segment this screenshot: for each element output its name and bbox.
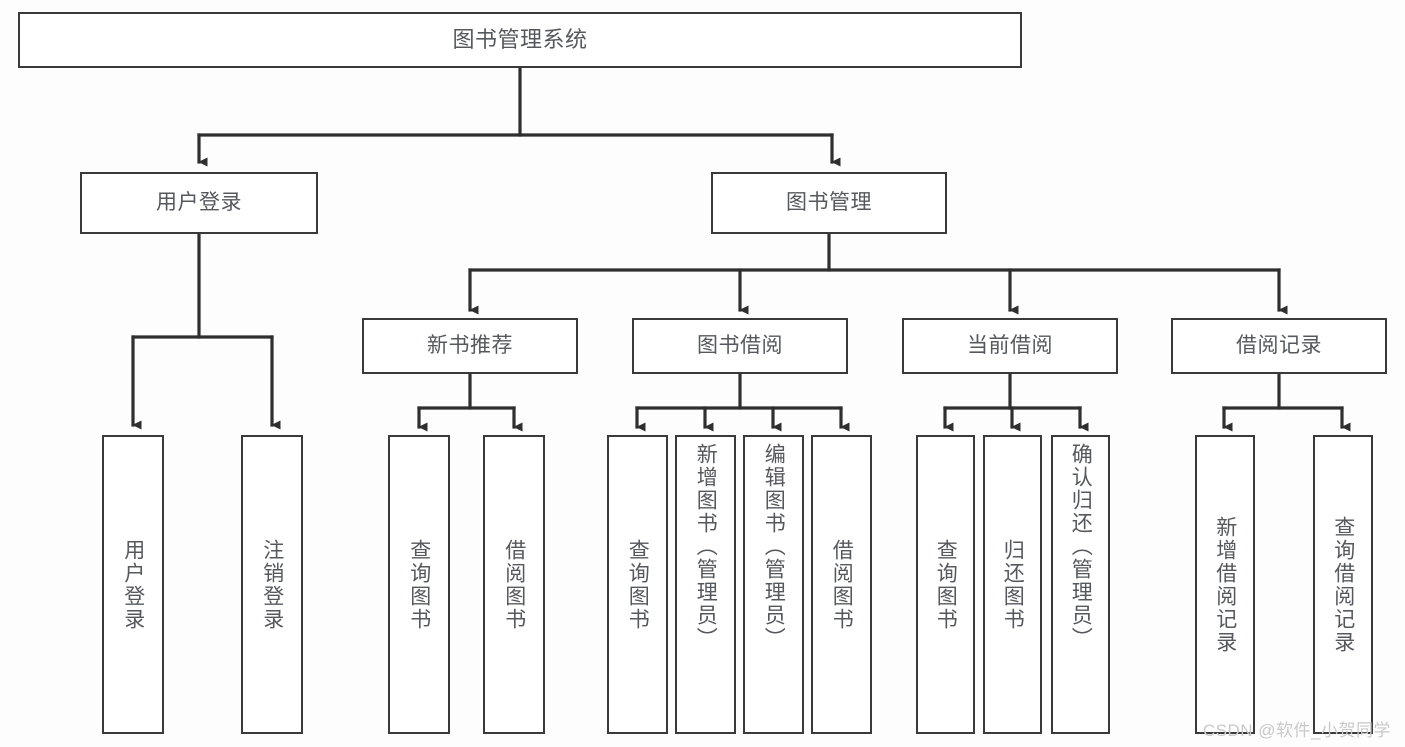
node-label: 注销登录 [260, 538, 284, 631]
node-label: 用户登录 [121, 538, 145, 631]
leaf-borrow-edit-book-admin[interactable]: 编辑图书（管理员） [743, 435, 804, 734]
node-label: 归还图书 [1001, 538, 1025, 631]
node-label: 编辑图书（管理员） [762, 443, 786, 650]
leaf-current-confirm-return-admin[interactable]: 确认归还（管理员） [1051, 435, 1110, 734]
node-label: 当前借阅 [967, 334, 1053, 358]
leaf-borrow-borrow-book[interactable]: 借阅图书 [811, 435, 872, 734]
leaf-new-book-borrow[interactable]: 借阅图书 [483, 435, 545, 734]
leaf-new-book-query[interactable]: 查询图书 [388, 435, 450, 734]
node-label: 图书借阅 [697, 334, 783, 358]
node-current-borrow[interactable]: 当前借阅 [902, 318, 1118, 374]
leaf-user-logout[interactable]: 注销登录 [241, 435, 303, 734]
watermark-text: CSDN @软件_小贺同学 [1202, 721, 1391, 740]
node-label: 新书推荐 [427, 334, 513, 358]
node-label: 新增图书（管理员） [694, 443, 718, 650]
node-borrow-record[interactable]: 借阅记录 [1171, 318, 1387, 374]
node-user-login[interactable]: 用户登录 [80, 172, 318, 234]
node-label: 查询借阅记录 [1331, 515, 1355, 654]
node-label: 用户登录 [156, 191, 242, 215]
node-label: 查询图书 [934, 538, 958, 631]
node-label: 借阅图书 [502, 538, 526, 631]
node-label: 确认归还（管理员） [1069, 443, 1093, 650]
node-label: 借阅图书 [830, 538, 854, 631]
node-new-book-recommend[interactable]: 新书推荐 [362, 318, 578, 374]
node-book-borrow[interactable]: 图书借阅 [632, 318, 848, 374]
leaf-record-add[interactable]: 新增借阅记录 [1195, 435, 1255, 734]
node-root-system[interactable]: 图书管理系统 [18, 12, 1022, 68]
node-label: 查询图书 [407, 538, 431, 631]
leaf-user-login[interactable]: 用户登录 [102, 435, 164, 734]
node-book-management[interactable]: 图书管理 [711, 172, 947, 234]
leaf-borrow-add-book-admin[interactable]: 新增图书（管理员） [675, 435, 736, 734]
leaf-record-query[interactable]: 查询借阅记录 [1313, 435, 1373, 734]
leaf-current-return-book[interactable]: 归还图书 [983, 435, 1042, 734]
leaf-current-query-book[interactable]: 查询图书 [916, 435, 975, 734]
node-label: 查询图书 [626, 538, 650, 631]
leaf-borrow-query-book[interactable]: 查询图书 [607, 435, 668, 734]
node-label: 新增借阅记录 [1213, 515, 1237, 654]
node-label: 借阅记录 [1236, 334, 1322, 358]
node-label: 图书管理系统 [452, 26, 588, 52]
node-label: 图书管理 [786, 191, 872, 215]
